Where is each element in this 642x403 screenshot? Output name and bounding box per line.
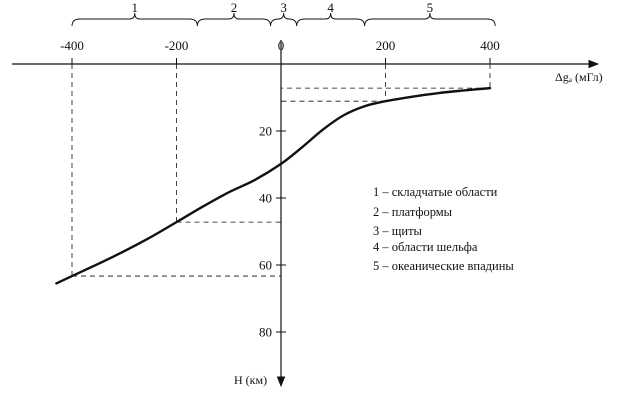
legend-item-5: 5 – океанические впадины bbox=[373, 259, 514, 273]
x-tick-label: -400 bbox=[60, 38, 84, 53]
y-tick-label: 40 bbox=[259, 191, 272, 206]
range-bracket-label: 1 bbox=[131, 0, 138, 15]
range-bracket-label: 2 bbox=[231, 0, 238, 15]
range-bracket-label: 5 bbox=[427, 0, 434, 15]
legend-item-3: 3 – щиты bbox=[373, 224, 423, 238]
range-bracket bbox=[296, 12, 366, 27]
y-tick-label: 80 bbox=[259, 325, 272, 340]
legend-item-2: 2 – платформы bbox=[373, 205, 453, 219]
legend-item-1: 1 – складчатые области bbox=[373, 185, 498, 199]
range-bracket bbox=[196, 12, 271, 27]
x-axis-label: Δgₐ (мГл) bbox=[555, 70, 603, 84]
legend-item-4: 4 – области шельфа bbox=[373, 240, 478, 254]
range-bracket-label: 4 bbox=[327, 0, 334, 15]
range-bracket bbox=[364, 12, 496, 27]
x-axis-ticks: -400 -200 0 200 400 bbox=[60, 38, 500, 64]
x-tick-label: 400 bbox=[480, 38, 500, 53]
x-tick-label: 0 bbox=[278, 38, 285, 53]
y-tick-label: 60 bbox=[259, 258, 272, 273]
depth-gravity-curve bbox=[55, 86, 492, 285]
range-brackets: 1 2 3 4 5 bbox=[71, 0, 496, 27]
range-bracket-label: 3 bbox=[280, 0, 287, 15]
range-bracket bbox=[270, 12, 298, 27]
y-tick-label: 20 bbox=[259, 124, 272, 139]
legend: 1 – складчатые области 2 – платформы 3 –… bbox=[373, 185, 514, 273]
x-tick-label: -200 bbox=[165, 38, 189, 53]
dashed-guides bbox=[71, 64, 491, 277]
y-axis-label: H (км) bbox=[234, 373, 267, 387]
range-bracket bbox=[71, 12, 198, 27]
x-tick-label: 200 bbox=[376, 38, 396, 53]
y-axis-ticks: 20 40 60 80 bbox=[259, 124, 286, 340]
